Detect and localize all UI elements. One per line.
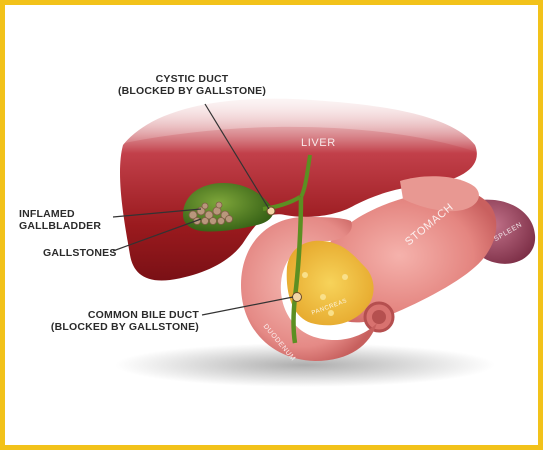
liver-highlight [115, 73, 485, 155]
pancreas-shape [286, 240, 374, 326]
liver-shape [120, 98, 477, 281]
common-bile-duct-label-line1: COMMON BILE DUCT [87, 309, 199, 321]
stomach-upper-lobe [400, 176, 479, 212]
common-bile-duct-leader [201, 296, 294, 316]
cystic-duct-label-line2: (BLOCKED BY GALLSTONE) [117, 85, 267, 97]
gallbladder-label-line2: GALLBLADDER [19, 220, 102, 232]
bile-duct-stone [292, 292, 302, 302]
liver-label: LIVER [301, 137, 336, 149]
cystic-duct-label: CYSTIC DUCT (BLOCKED BY GALLSTONE) [117, 73, 267, 97]
pancreas-texture [342, 274, 348, 280]
anatomy-illustration [112, 73, 536, 387]
gallstones-leader [112, 218, 202, 252]
pancreas-texture [328, 310, 334, 316]
pancreas-texture [302, 272, 308, 278]
cystic-duct [262, 195, 302, 211]
leader-lines [112, 103, 294, 316]
common-bile-duct-label-line2: (BLOCKED BY GALLSTONE) [50, 321, 199, 333]
ground-shadow [115, 343, 495, 387]
pancreas-texture [320, 294, 326, 300]
hepatic-duct [299, 154, 312, 198]
pylorus-center [372, 310, 386, 324]
gallbladder-label: INFLAMED GALLBLADDER [19, 208, 101, 232]
gallstone-cluster [188, 201, 233, 225]
gallbladder-label-line1: INFLAMED [19, 208, 75, 220]
cystic-duct-leader [204, 103, 270, 210]
gallbladder-leader [112, 208, 202, 218]
gallstones-label: GALLSTONES [43, 247, 117, 259]
cystic-duct-label-line1: CYSTIC DUCT [155, 73, 229, 85]
common-bile-duct-label: COMMON BILE DUCT (BLOCKED BY GALLSTONE) [49, 309, 199, 333]
duodenum-shape [241, 217, 377, 361]
